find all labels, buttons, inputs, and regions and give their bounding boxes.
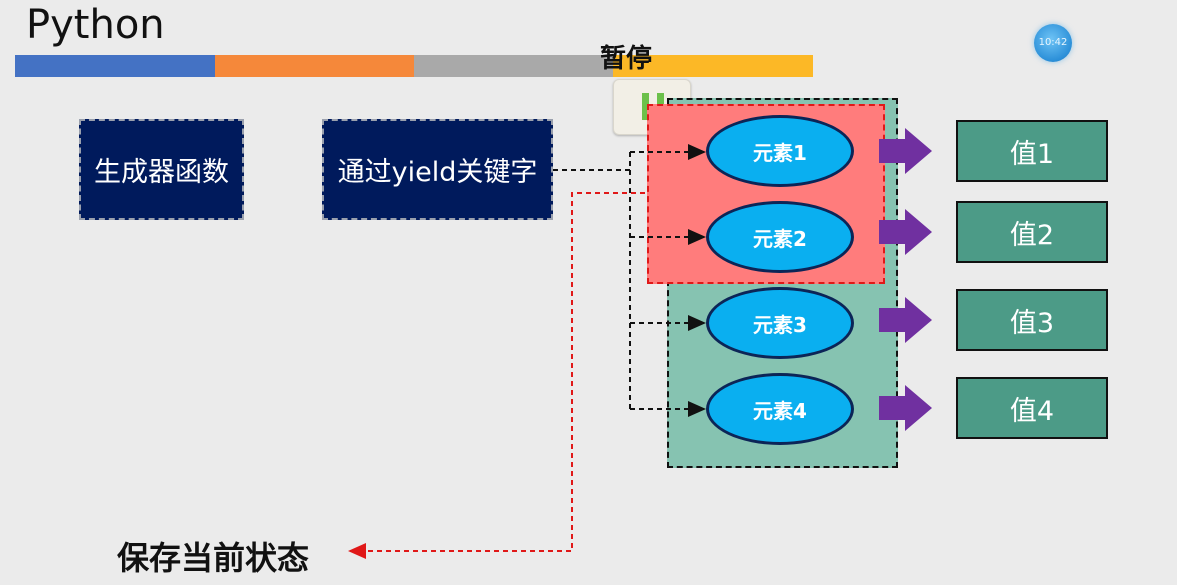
progress-segment-gray xyxy=(414,55,613,77)
slide-title: Python xyxy=(26,2,165,48)
clock-widget[interactable]: 10:42 xyxy=(1034,24,1072,62)
element-4: 元素4 xyxy=(706,373,854,445)
element-1: 元素1 xyxy=(706,115,854,187)
yield-keyword-box: 通过yield关键字 xyxy=(322,119,553,220)
generator-function-box: 生成器函数 xyxy=(79,119,244,220)
value-box-3: 值3 xyxy=(956,289,1108,351)
value-box-1: 值1 xyxy=(956,120,1108,182)
value-box-4: 值4 xyxy=(956,377,1108,439)
value-box-2: 值2 xyxy=(956,201,1108,263)
save-state-arrow xyxy=(348,192,645,559)
progress-segment-yellow xyxy=(613,55,813,77)
yield-connector-lines xyxy=(553,144,706,417)
value-arrow-2 xyxy=(879,209,932,255)
pause-icon xyxy=(642,93,649,120)
save-state-label: 保存当前状态 xyxy=(117,539,310,577)
value-arrow-3 xyxy=(879,297,932,343)
value-arrow-4 xyxy=(879,385,932,431)
value-arrow-1 xyxy=(879,128,932,174)
element-3: 元素3 xyxy=(706,287,854,359)
progress-segment-orange xyxy=(215,55,414,77)
pause-label: 暂停 xyxy=(600,44,653,74)
progress-segment-blue xyxy=(15,55,215,77)
element-2: 元素2 xyxy=(706,201,854,273)
value-arrows xyxy=(879,128,932,431)
